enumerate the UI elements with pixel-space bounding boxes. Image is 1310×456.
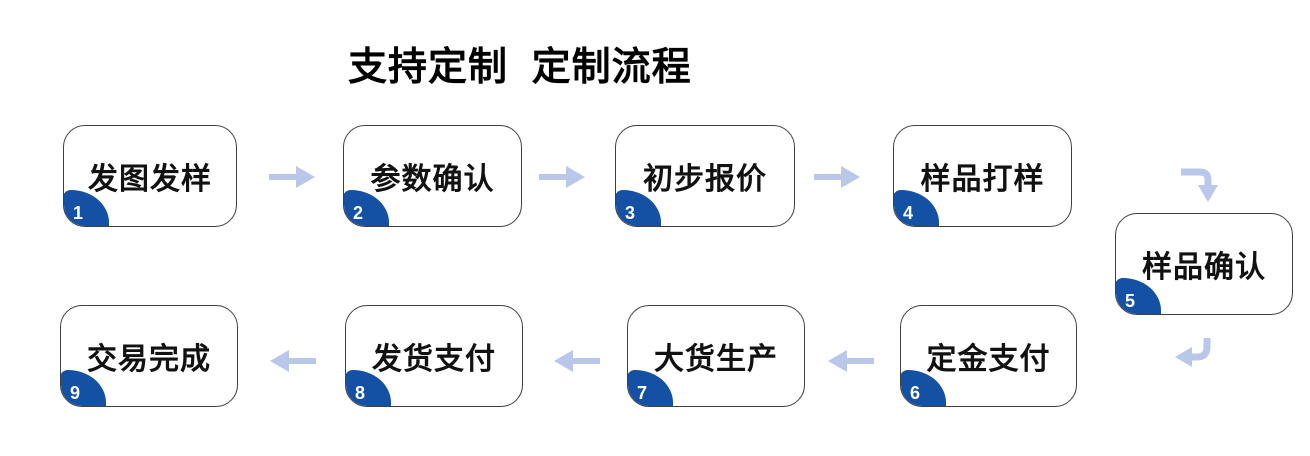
arrow-right-icon: [269, 166, 315, 188]
flow-step-4: 样品打样 4: [893, 125, 1072, 227]
step-label: 参数确认: [370, 163, 495, 196]
step-number: 3: [625, 203, 636, 223]
flow-step-8: 发货支付 8: [345, 305, 523, 407]
flow-step-2: 参数确认 2: [343, 125, 522, 227]
step-label: 初步报价: [643, 163, 767, 196]
flow-step-9: 交易完成 9: [60, 305, 238, 407]
step-number: 5: [1125, 291, 1136, 311]
flow-step-3: 初步报价 3: [615, 125, 795, 227]
step-label: 样品打样: [920, 163, 1045, 196]
step-label: 样品确认: [1142, 251, 1266, 284]
step-label: 发货支付: [372, 343, 496, 376]
step-label: 交易完成: [87, 343, 211, 376]
step-number: 8: [355, 383, 366, 403]
flow-step-6: 定金支付 6: [900, 305, 1077, 407]
step-number: 2: [353, 203, 364, 223]
flow-step-1: 发图发样 1: [63, 125, 237, 227]
step-label: 大货生产: [654, 343, 778, 376]
arrow-right-icon: [539, 166, 585, 188]
step-number: 7: [637, 383, 648, 403]
diagram-title: 支持定制 定制流程: [348, 46, 692, 89]
step-label: 发图发样: [88, 163, 212, 196]
elbow-down-arrow-icon: [1181, 168, 1218, 202]
arrow-left-icon: [828, 350, 874, 372]
step-number: 1: [73, 203, 84, 223]
flow-step-7: 大货生产 7: [627, 305, 805, 407]
step-number: 4: [903, 203, 914, 223]
arrow-right-icon: [814, 166, 860, 188]
arrow-left-icon: [554, 350, 600, 372]
elbow-left-arrow-icon: [1175, 338, 1211, 367]
step-number: 6: [910, 383, 921, 403]
arrow-left-icon: [270, 350, 316, 372]
step-label: 定金支付: [926, 343, 1051, 376]
step-number: 9: [70, 383, 81, 403]
flow-step-5: 样品确认 5: [1115, 213, 1293, 315]
